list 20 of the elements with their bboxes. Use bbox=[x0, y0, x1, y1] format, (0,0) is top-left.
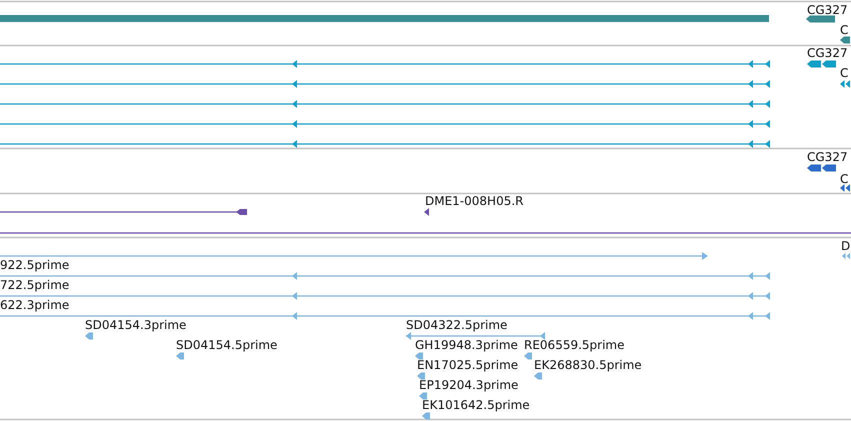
feature-label: CG327 bbox=[807, 150, 848, 164]
feature-label: 922.5prime bbox=[0, 258, 70, 272]
feature-label: EK268830.5prime bbox=[534, 358, 642, 372]
feature-label: C bbox=[840, 66, 848, 80]
feature-label: SD04154.3prime bbox=[85, 318, 186, 332]
feature-label: RE06559.5prime bbox=[524, 338, 624, 352]
feature-label: D bbox=[841, 239, 850, 253]
feature-label: GH19948.3prime bbox=[415, 338, 518, 352]
feature-label: EK101642.5prime bbox=[422, 398, 530, 412]
feature-label: CG327 bbox=[807, 3, 848, 17]
feature-label: EN17025.5prime bbox=[417, 358, 518, 372]
feature-label: C bbox=[840, 172, 848, 186]
feature-label: C bbox=[840, 23, 848, 37]
feature-label: EP19204.3prime bbox=[419, 378, 518, 392]
feature-label: SD04154.5prime bbox=[176, 338, 278, 352]
feature-label: 722.5prime bbox=[0, 278, 70, 292]
feature-label: DME1-008H05.R bbox=[425, 194, 524, 208]
feature-label: SD04322.5prime bbox=[406, 318, 508, 332]
feature-label: CG327 bbox=[807, 46, 848, 60]
feature-label: 622.3prime bbox=[0, 298, 70, 312]
